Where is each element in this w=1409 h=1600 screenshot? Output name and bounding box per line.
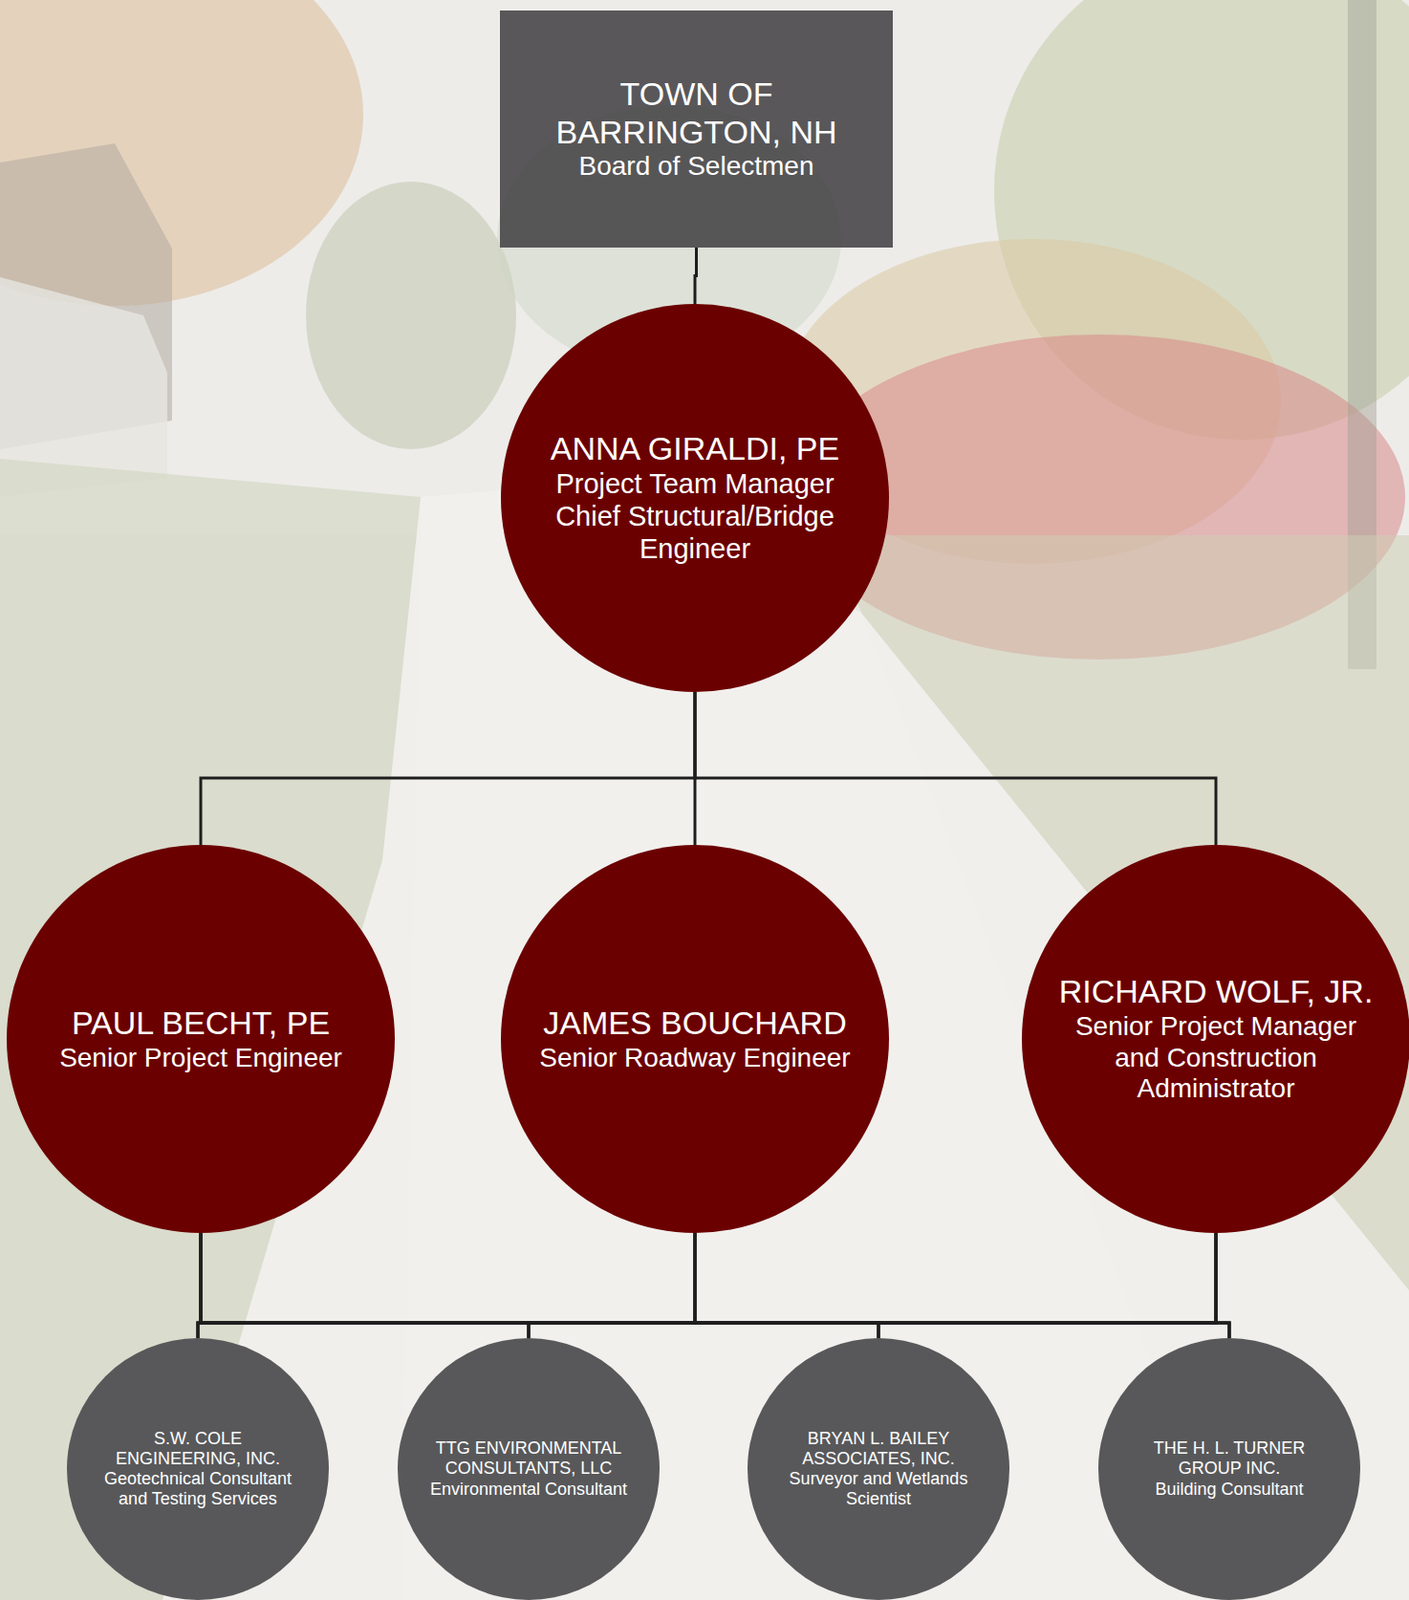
- text-stack: RICHARD WOLF, JR.Senior Project Manager …: [1034, 973, 1398, 1106]
- org-connector: [200, 692, 695, 846]
- text-stack: TTG ENVIRONMENTAL CONSULTANTS, LLCEnviro…: [421, 1438, 637, 1499]
- team-circle: RICHARD WOLF, JR.Senior Project Manager …: [1021, 845, 1409, 1234]
- node-title: JAMES BOUCHARD: [513, 1004, 877, 1043]
- node-subtitle: Geotechnical Consultant and Testing Serv…: [90, 1469, 306, 1510]
- team-circle: PAUL BECHT, PESenior Project Engineer: [6, 845, 395, 1234]
- team-circle: S.W. COLE ENGINEERING, INC.Geotechnical …: [66, 1338, 329, 1600]
- text-stack: S.W. COLE ENGINEERING, INC.Geotechnical …: [90, 1429, 306, 1510]
- circle-fill: [6, 845, 395, 1234]
- org-connector: [197, 1233, 1216, 1339]
- org-connector: [694, 247, 697, 304]
- node-title: RICHARD WOLF, JR.: [1034, 973, 1398, 1012]
- text-stack: PAUL BECHT, PESenior Project Engineer: [19, 1004, 383, 1075]
- circle-fill: [500, 303, 889, 693]
- team-circle: THE H. L. TURNER GROUP INC.Building Cons…: [1098, 1338, 1361, 1600]
- node-title: PAUL BECHT, PE: [19, 1004, 383, 1043]
- node-subtitle: Surveyor and Wetlands Scientist: [771, 1469, 987, 1510]
- circle-fill: [66, 1338, 329, 1600]
- node-subtitle: Building Consultant: [1122, 1479, 1338, 1500]
- circle-fill: [500, 845, 889, 1234]
- text-stack: THE H. L. TURNER GROUP INC.Building Cons…: [1122, 1438, 1338, 1499]
- node-title: TOWN OF BARRINGTON, NH: [543, 75, 850, 152]
- text-stack: BRYAN L. BAILEY ASSOCIATES, INC.Surveyor…: [771, 1429, 987, 1510]
- node-subtitle: Environmental Consultant: [421, 1479, 637, 1500]
- team-circle: ANNA GIRALDI, PEProject Team Manager Chi…: [500, 303, 889, 693]
- circle-fill: [747, 1338, 1010, 1600]
- node-title: ANNA GIRALDI, PE: [513, 430, 877, 469]
- node-subtitle: Project Team Manager Chief Structural/Br…: [532, 468, 858, 566]
- text-stack: ANNA GIRALDI, PEProject Team Manager Chi…: [513, 430, 877, 566]
- org-connector: [694, 692, 1216, 846]
- node-title: TTG ENVIRONMENTAL CONSULTANTS, LLC: [421, 1438, 637, 1479]
- node-subtitle: Senior Project Manager and Construction …: [1062, 1011, 1369, 1106]
- org-connector: [1215, 1233, 1230, 1339]
- text-stack: TOWN OF BARRINGTON, NHBoard of Selectmen: [534, 75, 860, 183]
- text-stack: JAMES BOUCHARDSenior Roadway Engineer: [513, 1004, 877, 1075]
- circle-fill: [1021, 845, 1409, 1234]
- node-subtitle: Senior Project Engineer: [43, 1042, 359, 1075]
- node-title: THE H. L. TURNER GROUP INC.: [1122, 1438, 1338, 1479]
- team-circle: JAMES BOUCHARDSenior Roadway Engineer: [500, 845, 889, 1234]
- node-subtitle: Senior Roadway Engineer: [532, 1042, 858, 1075]
- node-title: BRYAN L. BAILEY ASSOCIATES, INC.: [771, 1429, 987, 1470]
- org-connector: [528, 1233, 1216, 1339]
- box-fill: [499, 10, 893, 248]
- node-subtitle: Board of Selectmen: [534, 151, 860, 183]
- circle-fill: [397, 1338, 660, 1600]
- node-title: S.W. COLE ENGINEERING, INC.: [90, 1429, 306, 1470]
- team-circle: BRYAN L. BAILEY ASSOCIATES, INC.Surveyor…: [747, 1338, 1010, 1600]
- circle-fill: [1098, 1338, 1361, 1600]
- org-connector: [878, 1233, 1216, 1339]
- client-box: TOWN OF BARRINGTON, NHBoard of Selectmen: [499, 10, 893, 248]
- team-circle: TTG ENVIRONMENTAL CONSULTANTS, LLCEnviro…: [397, 1338, 660, 1600]
